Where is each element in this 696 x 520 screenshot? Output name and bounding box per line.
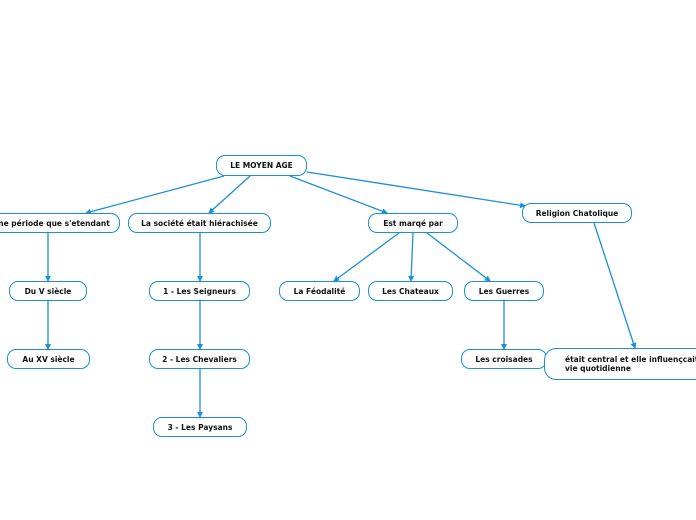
node-guerres[interactable]: Les Guerres — [464, 281, 544, 301]
edge-root-periode — [85, 175, 225, 215]
edge-religion-central — [593, 222, 637, 349]
node-central-label: était central et elle influençcait la vi… — [565, 355, 696, 373]
edge-root-marque — [289, 175, 388, 215]
node-paysans[interactable]: 3 - Les Paysans — [153, 417, 247, 437]
node-au-xv-siecle[interactable]: Au XV siècle — [7, 349, 90, 369]
node-marque-par[interactable]: Est marqé par — [368, 213, 458, 233]
node-seigneurs[interactable]: 1 - Les Seigneurs — [149, 281, 250, 301]
node-periode[interactable]: Une période que s'etendant — [0, 213, 120, 233]
edge-marque-chateaux — [408, 232, 415, 282]
node-societe[interactable]: La société était hiérachisée — [128, 213, 271, 233]
node-chevaliers[interactable]: 2 - Les Chevaliers — [149, 349, 250, 369]
node-religion[interactable]: Religion Chatolique — [522, 203, 632, 223]
node-du-v-siecle[interactable]: Du V siècle — [9, 281, 87, 301]
node-chateaux[interactable]: Les Chateaux — [368, 281, 453, 301]
edge-root-societe — [208, 175, 251, 214]
node-feodalite[interactable]: La Féodalité — [279, 281, 360, 301]
node-central[interactable]: était central et elle influençcait la vi… — [544, 348, 696, 380]
edge-root-religion — [306, 171, 526, 209]
edge-marque-guerres — [426, 232, 491, 282]
node-croisades[interactable]: Les croisades — [461, 349, 547, 369]
edge-marque-feodalite — [333, 232, 400, 282]
node-root[interactable]: LE MOYEN AGE — [216, 155, 307, 176]
